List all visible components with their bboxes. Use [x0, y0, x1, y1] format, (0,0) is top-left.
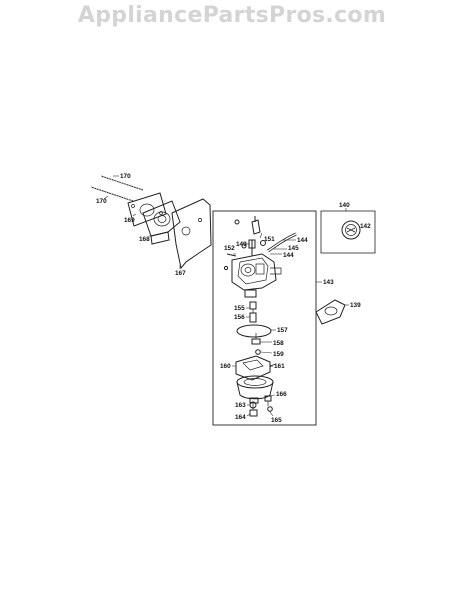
label-158: 158 [273, 340, 284, 347]
gasket-169 [127, 192, 167, 227]
label-169: 169 [124, 217, 135, 224]
screw-149 [234, 219, 240, 225]
choke-lever-151 [251, 216, 261, 235]
label-157: 157 [277, 327, 288, 334]
label-143: 143 [323, 279, 334, 286]
inset-box-140 [320, 210, 376, 254]
label-159: 159 [273, 351, 284, 358]
float-bowl-161 [236, 375, 274, 404]
float-160 [235, 355, 277, 381]
label-139: 139 [350, 302, 361, 309]
bolt-164 [249, 404, 258, 417]
bolt-152 [226, 253, 237, 257]
label-166: 166 [276, 391, 287, 398]
carburetor-body [231, 239, 282, 298]
label-163: 163 [235, 402, 246, 409]
label-142: 142 [360, 223, 371, 230]
label-168: 168 [139, 236, 150, 243]
carburetor-assembly-box [212, 210, 317, 426]
washer-165 [267, 406, 273, 412]
label-164: 164 [235, 414, 246, 421]
label-167: 167 [175, 270, 186, 277]
clip-145 [260, 240, 266, 246]
watermark-text: AppliancePartsPros.com [77, 3, 387, 28]
fuel-line-144 [267, 232, 297, 253]
stud-170-lower [90, 186, 134, 202]
label-151: 151 [264, 236, 275, 243]
float-pin-158 [251, 333, 261, 345]
gasket-139 [315, 299, 346, 325]
label-170-upper: 170 [120, 173, 131, 180]
primer-bulb-142 [341, 220, 361, 240]
label-161: 161 [274, 363, 285, 370]
label-156: 156 [234, 314, 245, 321]
needle-159 [255, 349, 261, 355]
label-145: 145 [288, 245, 299, 252]
part-labels: 170 170 169 168 167 140 142 143 139 151 … [96, 173, 371, 424]
label-140: 140 [339, 202, 350, 209]
label-152: 152 [224, 245, 235, 252]
heat-shield-167 [171, 198, 212, 270]
o-ring-157 [236, 324, 272, 338]
label-170-lower: 170 [96, 198, 107, 205]
label-165: 165 [271, 417, 282, 424]
leader-lines [103, 175, 349, 417]
label-155: 155 [234, 305, 245, 312]
screw-upper-left [223, 265, 229, 271]
label-160: 160 [220, 363, 231, 370]
jet-155-156 [249, 301, 257, 323]
label-149: 149 [236, 241, 247, 248]
label-144-upper: 144 [297, 237, 308, 244]
stud-170-upper [100, 175, 144, 191]
label-144-lower: 144 [283, 252, 294, 259]
